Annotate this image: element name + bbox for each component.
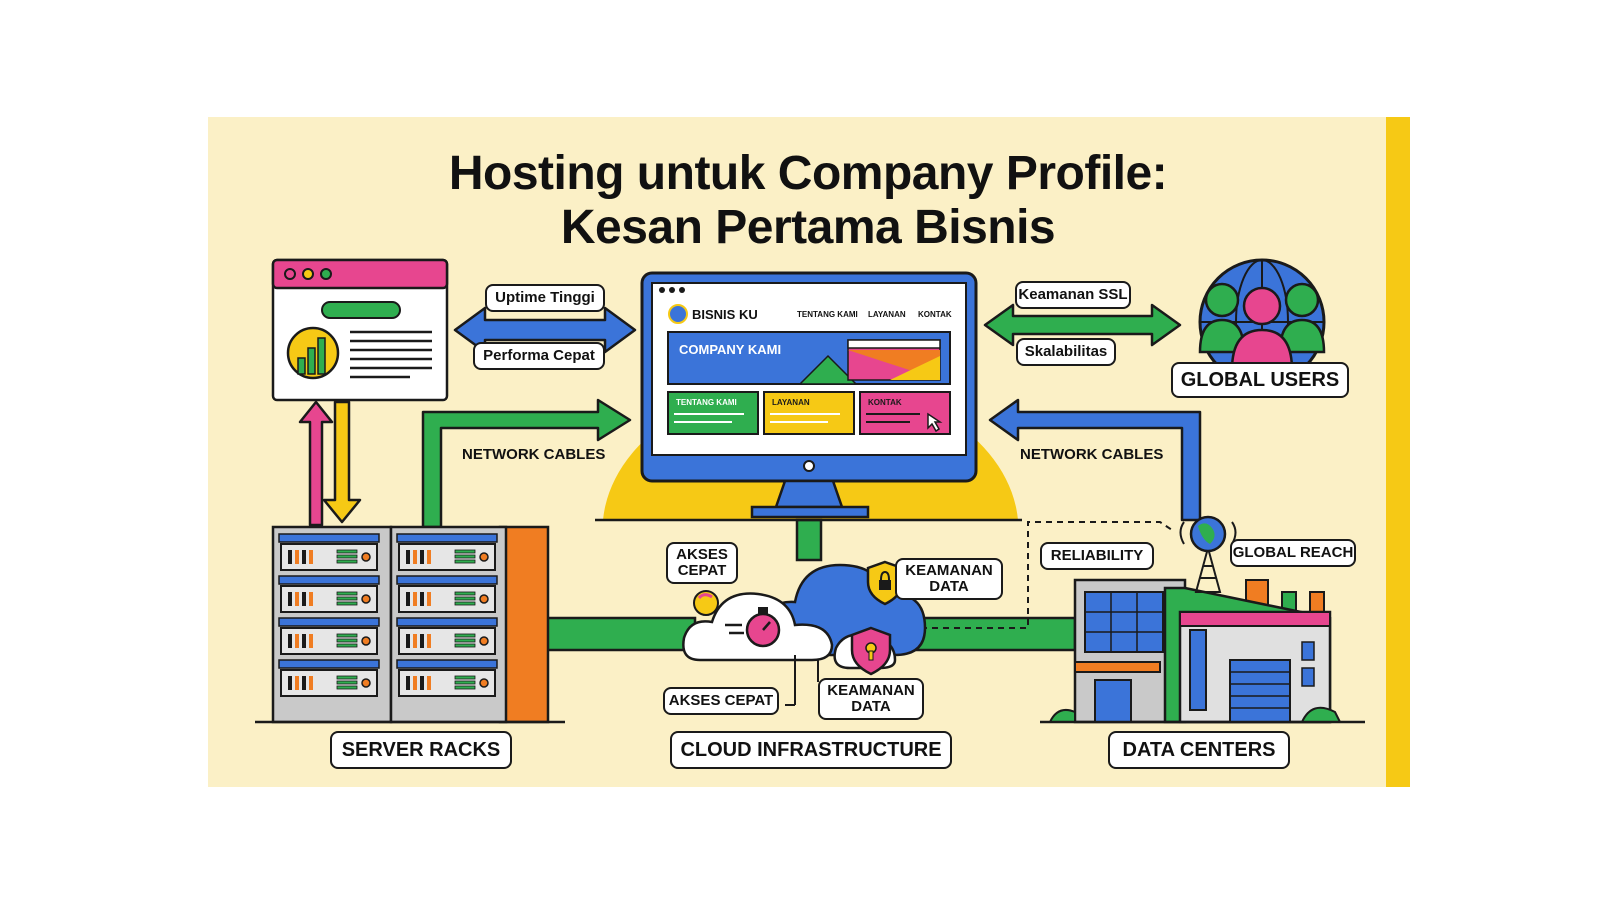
- label-data-security-bottom-text: KEAMANAN DATA: [827, 682, 915, 715]
- website-card-2: LAYANAN: [772, 398, 810, 407]
- cable-monitor-to-cloud: [795, 518, 823, 562]
- label-server-racks: SERVER RACKS: [330, 731, 512, 769]
- arrow-ssl-scalability: [983, 303, 1182, 347]
- server-unit: [278, 575, 380, 613]
- label-uptime: Uptime Tinggi: [485, 284, 605, 312]
- server-unit: [396, 617, 498, 655]
- label-scalability: Skalabilitas: [1016, 338, 1116, 366]
- building-icon: [1040, 578, 1365, 724]
- server-unit: [278, 617, 380, 655]
- label-network-right: NETWORK CABLES: [1020, 446, 1164, 463]
- label-fast-access-bottom: AKSES CEPAT: [663, 687, 779, 715]
- label-data-security-top: KEAMANAN DATA: [895, 558, 1003, 600]
- cable-server-to-monitor: [421, 398, 632, 529]
- server-unit: [396, 533, 498, 571]
- website-nav-1: TENTANG KAMI: [797, 310, 858, 319]
- website-card-3: KONTAK: [868, 398, 902, 407]
- antenna-globe-icon: [1179, 515, 1237, 593]
- label-data-security-top-text: KEAMANAN DATA: [905, 562, 993, 595]
- label-fast-access-top: AKSES CEPAT: [666, 542, 738, 584]
- cable-datacenter-to-monitor: [988, 398, 1202, 522]
- server-unit: [278, 659, 380, 697]
- label-global-reach: GLOBAL REACH: [1230, 539, 1356, 567]
- accent-stripe: [1386, 117, 1410, 787]
- server-unit: [396, 659, 498, 697]
- label-data-centers: DATA CENTERS: [1108, 731, 1290, 769]
- website-brand: BISNIS KU: [692, 307, 758, 322]
- label-ssl: Keamanan SSL: [1015, 281, 1131, 309]
- title-line-2: Kesan Pertama Bisnis: [560, 201, 1056, 254]
- label-global-users: GLOBAL USERS: [1171, 362, 1349, 398]
- label-reliability: RELIABILITY: [1040, 542, 1154, 570]
- label-network-left: NETWORK CABLES: [462, 446, 606, 463]
- page-title: Hosting untuk Company Profile: Kesan Per…: [208, 147, 1408, 255]
- shield-keyhole-icon: [850, 626, 892, 676]
- dashed-connector: [910, 521, 1173, 629]
- arrow-dashboard-up: [298, 400, 334, 527]
- title-line-1: Hosting untuk Company Profile:: [448, 147, 1168, 200]
- server-units: [278, 533, 498, 697]
- refresh-icon: [693, 590, 719, 616]
- dashboard-window-icon: [271, 258, 449, 402]
- label-data-security-bottom: KEAMANAN DATA: [818, 678, 924, 720]
- arrow-dashboard-down: [322, 400, 362, 524]
- label-fast-access-top-text: AKSES CEPAT: [676, 546, 728, 579]
- monitor-icon: BISNIS KU TENTANG KAMI LAYANAN KONTAK CO…: [595, 271, 1022, 522]
- website-nav-3: KONTAK: [918, 310, 952, 319]
- website-card-1: TENTANG KAMI: [676, 398, 737, 407]
- website-hero-text: COMPANY KAMI: [679, 342, 781, 357]
- cable-server-to-cloud: [543, 616, 697, 652]
- label-performance: Performa Cepat: [473, 342, 605, 370]
- website-nav-2: LAYANAN: [868, 310, 906, 319]
- label-cloud: CLOUD INFRASTRUCTURE: [670, 731, 952, 769]
- cable-cloud-to-datacenter: [903, 616, 1077, 652]
- server-unit: [396, 575, 498, 613]
- stopwatch-icon: [725, 607, 781, 648]
- server-unit: [278, 533, 380, 571]
